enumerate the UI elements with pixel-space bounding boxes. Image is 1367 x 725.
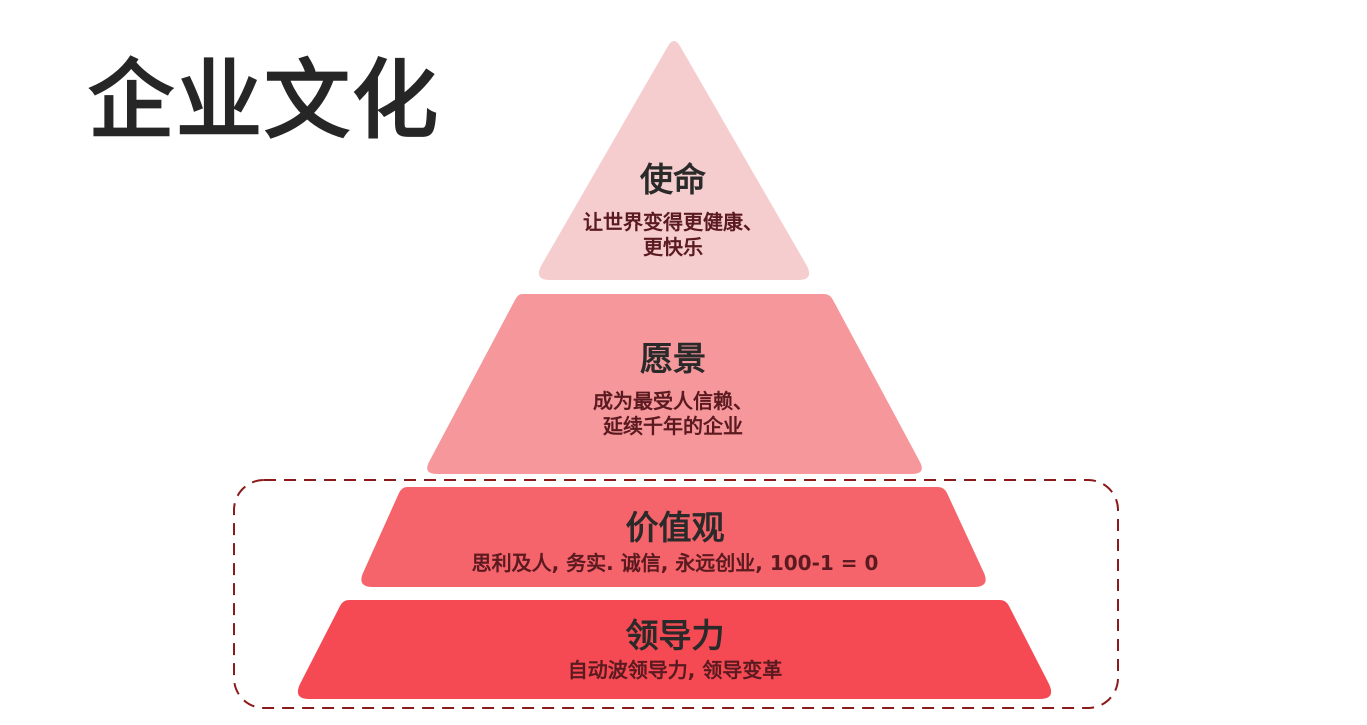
tier-mission-title: 使命 (640, 160, 706, 199)
tier-mission-shape (538, 41, 810, 280)
tier-values-desc: 思利及人, 务实. 诚信, 永远创业, 100-1 = 0 (471, 551, 879, 575)
tier-values-title: 价值观 (625, 508, 725, 547)
tier-values-shape (361, 487, 986, 587)
tier-vision-title: 愿景 (640, 339, 706, 378)
tier-mission-desc-line1: 让世界变得更健康、 (583, 210, 763, 234)
tier-mission-label: 使命 让世界变得更健康、 更快乐 (583, 163, 763, 260)
page-title: 企业文化 (88, 51, 440, 151)
tier-leadership-desc: 自动波领导力, 领导变革 (567, 658, 783, 682)
tier-leadership-label: 领导力 自动波领导力, 领导变革 (568, 619, 783, 683)
tier-vision-desc-line2: 延续千年的企业 (603, 414, 743, 438)
tier-vision-desc-line1: 成为最受人信赖、 (593, 389, 753, 413)
tier-vision-shape (427, 294, 922, 474)
tier-values-label: 价值观 思利及人, 务实. 诚信, 永远创业, 100-1 = 0 (472, 511, 879, 576)
tier-mission-desc-line2: 更快乐 (643, 235, 703, 259)
tier-leadership-shape (297, 600, 1052, 699)
tier-leadership-title: 领导力 (625, 616, 725, 655)
highlight-dashed-border (233, 479, 1119, 709)
tier-vision-label: 愿景 成为最受人信赖、 延续千年的企业 (593, 342, 753, 439)
